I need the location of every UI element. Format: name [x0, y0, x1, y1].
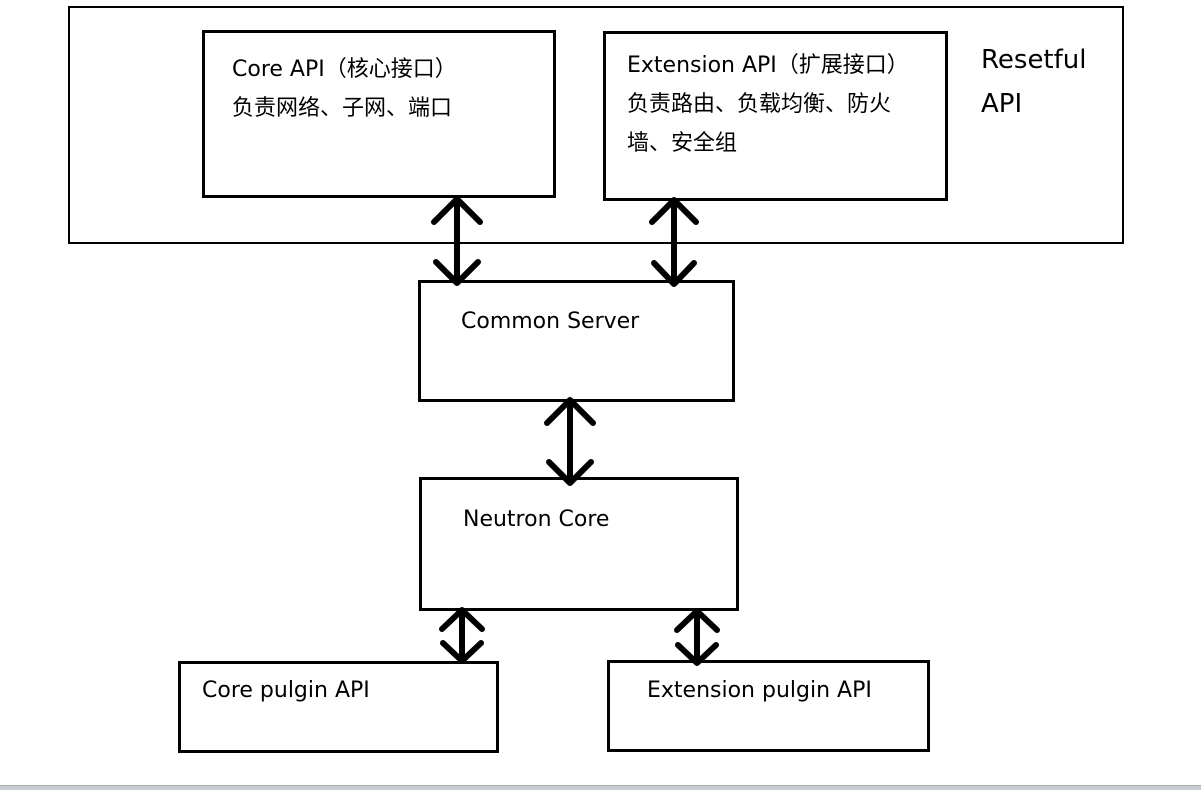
common-server-label: Common Server — [461, 309, 640, 334]
resetful-api-group-box — [68, 6, 1124, 244]
extension-plugin-api-label: Extension pulgin API — [647, 678, 872, 703]
common-server-box — [418, 280, 735, 402]
core-plugin-api-box — [178, 661, 499, 753]
extension-api-box — [603, 31, 948, 201]
window-bottom-bar — [0, 785, 1201, 790]
double-arrow-neutron-core-extension-plugin — [674, 608, 720, 666]
double-arrow-common-server-neutron-core — [544, 397, 596, 486]
extension-api-description: 负责路由、负载均衡、防火 墙、安全组 — [627, 92, 892, 156]
neutron-core-label: Neutron Core — [463, 507, 610, 532]
core-plugin-api-label: Core pulgin API — [202, 678, 370, 703]
core-api-title: Core API（核心接口） — [232, 57, 457, 82]
double-arrow-neutron-core-core-plugin — [439, 607, 485, 664]
core-api-label: Core API（核心接口） 负责网络、子网、端口 — [232, 50, 457, 128]
core-api-box — [202, 30, 556, 198]
core-api-description: 负责网络、子网、端口 — [232, 96, 453, 121]
neutron-core-box — [419, 477, 739, 611]
extension-plugin-api-box — [607, 660, 930, 752]
extension-api-title: Extension API（扩展接口） — [627, 53, 909, 78]
resetful-api-label: Resetful API — [981, 45, 1087, 119]
extension-api-label: Extension API（扩展接口） 负责路由、负载均衡、防火 墙、安全组 — [627, 46, 909, 163]
